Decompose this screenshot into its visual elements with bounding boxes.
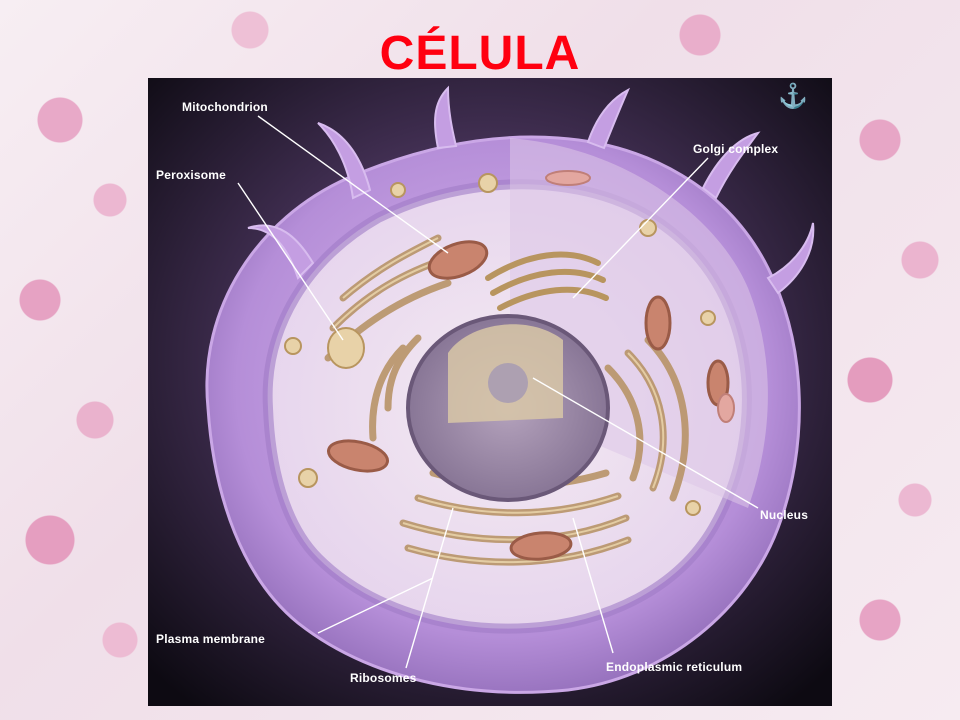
- label-endoplasmic-reticulum: Endoplasmic reticulum: [606, 660, 743, 674]
- vesicles: [284, 170, 735, 516]
- slide-title: CÉLULA: [379, 27, 581, 80]
- nucleolus: [488, 363, 528, 403]
- anchor-icon[interactable]: ⚓: [778, 83, 808, 110]
- pointer-lines: [237, 115, 759, 669]
- label-ribosomes: Ribosomes: [350, 671, 417, 685]
- label-golgi-complex: Golgi complex: [693, 142, 779, 156]
- label-mitochondrion: Mitochondrion: [182, 100, 268, 114]
- cell-illustration: [148, 78, 832, 706]
- cell-diagram: ⚓ Mitochondrion Peroxisome Golgi complex…: [148, 78, 832, 706]
- mitochondria: [327, 240, 730, 561]
- label-plasma-membrane: Plasma membrane: [156, 632, 266, 646]
- label-peroxisome: Peroxisome: [156, 168, 227, 182]
- label-nucleus: Nucleus: [760, 508, 809, 522]
